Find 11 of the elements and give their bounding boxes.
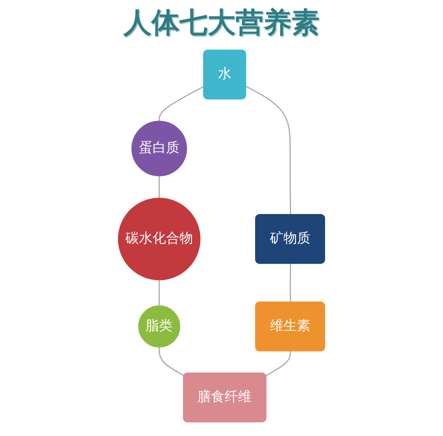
connector: [246, 86, 292, 215]
diagram-title: 人体七大营养素: [124, 6, 320, 40]
connector: [158, 86, 204, 122]
connector: [158, 347, 184, 376]
connector: [158, 176, 160, 198]
node-circle: 碳水化合物: [118, 198, 200, 280]
node-circle: 脂类: [138, 305, 180, 348]
node-circle: 蛋白质: [131, 120, 187, 176]
connector: [158, 280, 160, 306]
connector: [266, 351, 292, 376]
connector: [290, 264, 292, 302]
